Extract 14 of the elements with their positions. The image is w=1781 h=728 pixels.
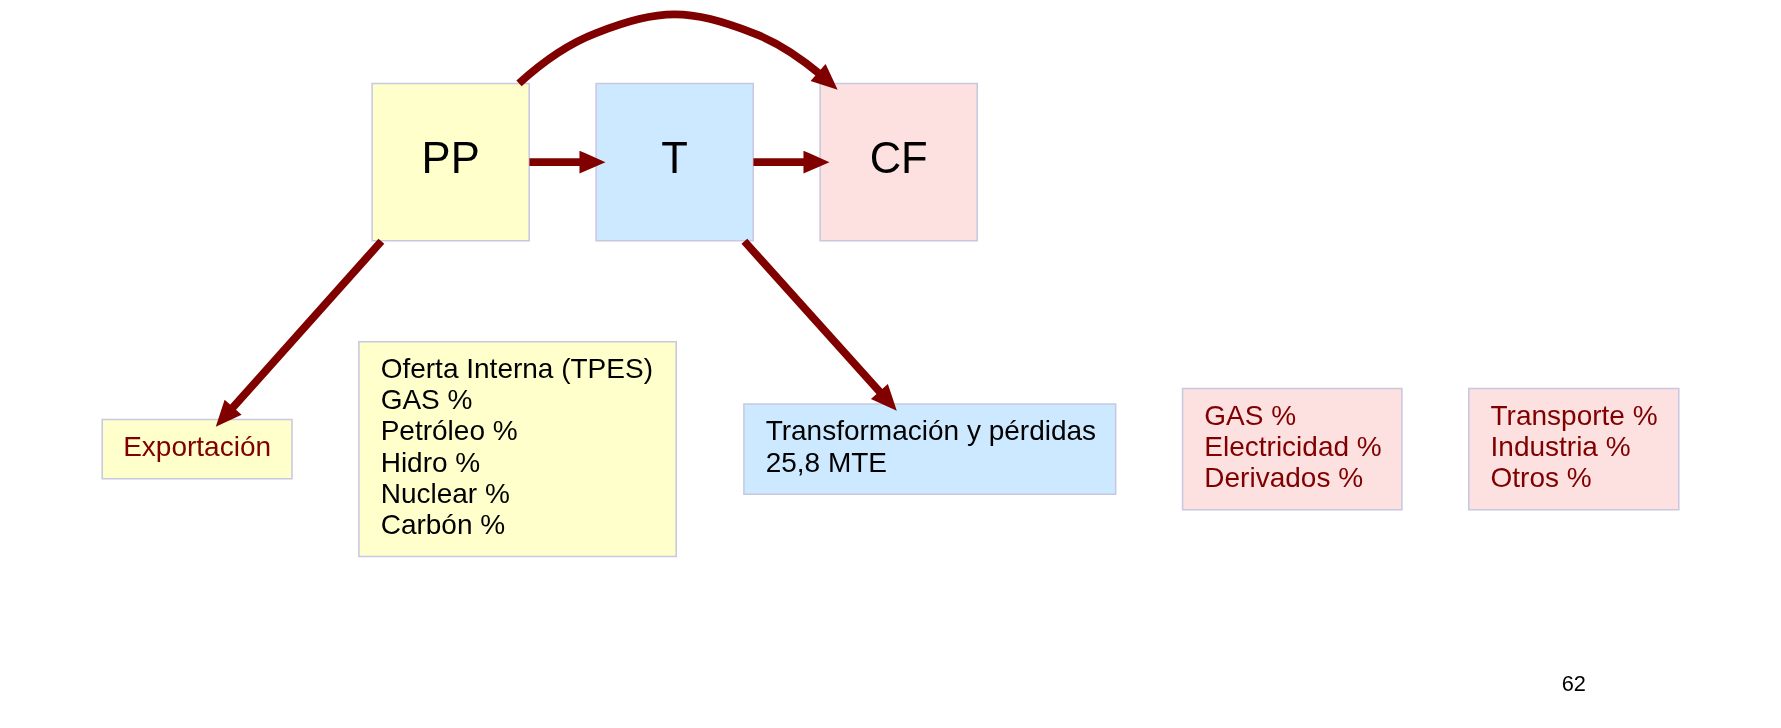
arrow xyxy=(529,150,606,174)
node-box: CF xyxy=(819,82,978,242)
label: 62 xyxy=(1561,671,1586,697)
node-box: Oferta Interna (TPES) GAS % Petróleo % Hidro % Nuclear % Carbón % xyxy=(358,341,677,558)
node-box: PP xyxy=(371,82,530,242)
arrow xyxy=(215,238,385,427)
arrow xyxy=(741,238,897,411)
node-box: Exportación xyxy=(101,418,293,480)
node-box: Transformación y pérdidas 25,8 MTE xyxy=(743,403,1117,495)
arrow xyxy=(753,150,830,174)
node-box: Transporte % Industria % Otros % xyxy=(1468,387,1680,511)
node-box: T xyxy=(595,82,754,242)
node-box: GAS % Electricidad % Derivados % xyxy=(1181,387,1403,511)
arrow xyxy=(516,10,838,90)
